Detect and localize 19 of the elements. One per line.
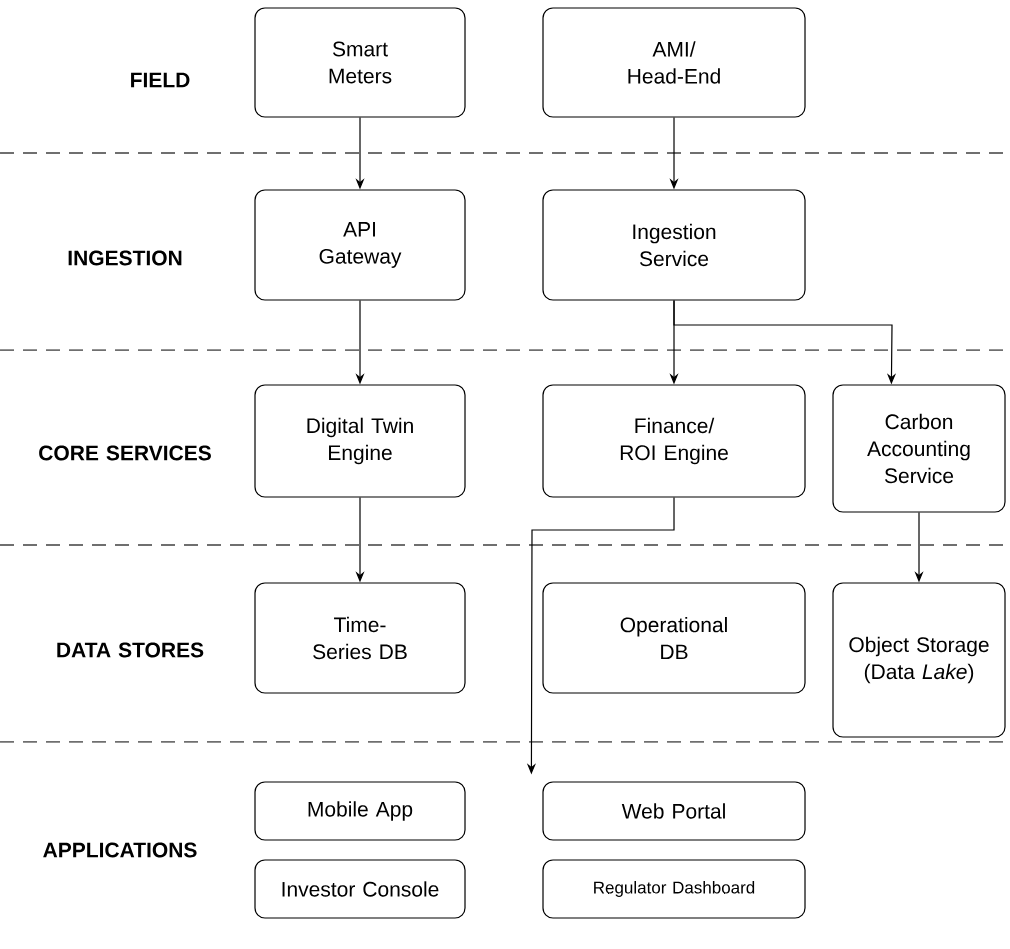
process-box: Finance/ ROI Engine [542,384,806,498]
process-box: API Gateway [254,189,466,301]
process-box: Ingestion Service [542,189,806,301]
layer-label: DATA STORES [57,642,204,658]
process-box: Time-Series DB [254,582,466,694]
process-box: AMI/ Head-End [542,7,806,118]
process-box: Digital Twin Engine [254,384,466,498]
process-box: Regulator Dashboard [542,859,806,919]
process-box: Carbon Accounting Service [832,384,1006,513]
layer-label: APPLICATIONS [43,842,197,858]
process-box: Operational DB [542,582,806,694]
process-box: Object Storage (Data Lake) [832,582,1006,738]
process-box: Investor Console [254,859,466,919]
layer-label: INGESTION [68,250,182,266]
process-box: Smart Meters [254,7,466,118]
layer-label: FIELD [131,72,190,88]
layer-label: CORE SERVICES [39,445,211,461]
process-box: Web Portal [542,781,806,841]
process-box: Mobile App [254,781,466,841]
